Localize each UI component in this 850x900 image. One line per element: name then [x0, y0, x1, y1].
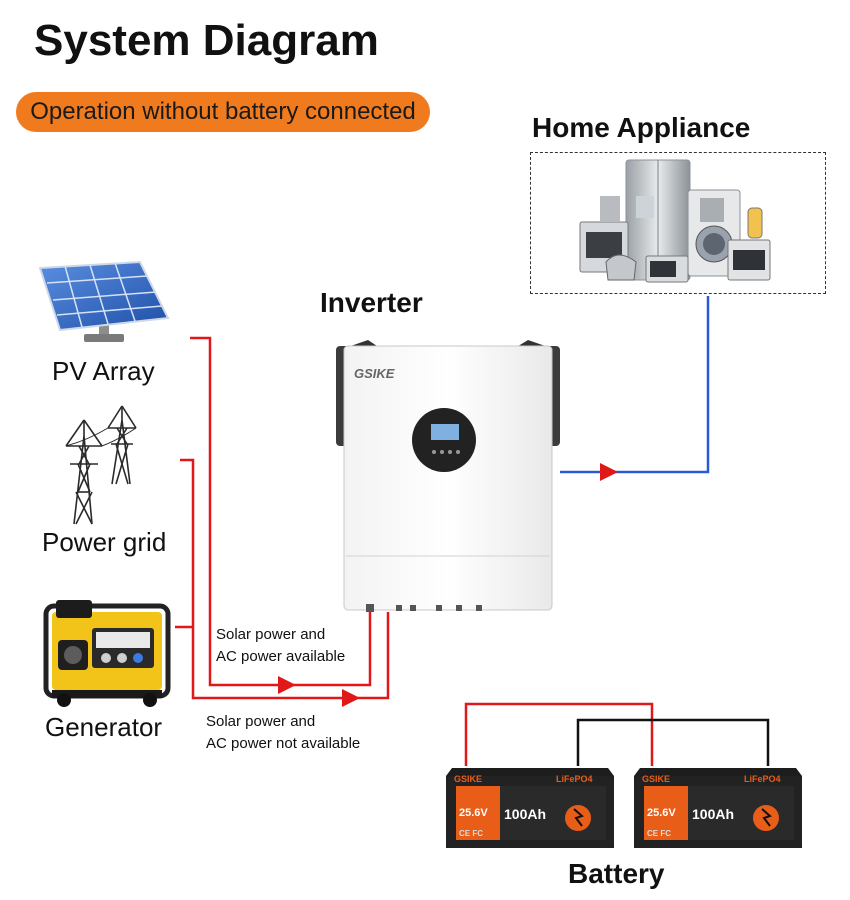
page-title: System Diagram [34, 16, 379, 65]
pv-arrow-icon [278, 676, 296, 694]
solar-panel-icon [38, 260, 170, 342]
battery-left-voltage: 25.6V [459, 807, 488, 819]
battery-label: Battery [568, 858, 665, 889]
mode-badge: Operation without battery connected [16, 92, 430, 132]
inverter-label: Inverter [320, 287, 423, 318]
path-note-not-available: Solar power and AC power not available [206, 711, 360, 755]
battery-right-brand: GSIKE [642, 774, 670, 784]
path-note-available: Solar power and AC power available [216, 624, 345, 668]
battery-left-icon [446, 768, 614, 848]
battery-left-certs: CE FC [459, 829, 483, 838]
battery-left-chemistry: LiFePO4 [556, 774, 593, 784]
path-note-available-line2: AC power available [216, 648, 346, 665]
path-note-not-available-line2: AC power not available [206, 735, 361, 752]
output-arrow-icon [600, 463, 618, 481]
battery-left-capacity: 100Ah [504, 806, 546, 822]
battery-right-capacity: 100Ah [692, 806, 734, 822]
pv-input-line [190, 336, 372, 687]
home-appliance-icon [579, 159, 771, 283]
power-tower-icon [65, 405, 137, 525]
power-grid-label: Power grid [42, 527, 167, 557]
battery-negative-link [576, 718, 770, 766]
generator-icon [43, 600, 171, 707]
output-load-line [560, 296, 710, 474]
battery-right-icon [634, 768, 802, 848]
pv-array-label: PV Array [52, 356, 155, 386]
inverter-icon [336, 340, 560, 612]
battery-right-certs: CE FC [647, 829, 671, 838]
home-appliance-frame [530, 152, 826, 294]
path-note-available-line1: Solar power and [216, 626, 326, 643]
ac-arrow-icon [342, 689, 360, 707]
generator-label: Generator [45, 712, 163, 742]
battery-right-chemistry: LiFePO4 [744, 774, 781, 784]
battery-right-voltage: 25.6V [647, 807, 676, 819]
path-note-not-available-line1: Solar power and [206, 713, 316, 730]
ac-input-line [180, 458, 390, 700]
battery-left-brand: GSIKE [454, 774, 482, 784]
inverter-brand-text: GSIKE [354, 366, 395, 381]
battery-positive-link [464, 702, 654, 766]
home-appliance-label: Home Appliance [532, 112, 751, 143]
